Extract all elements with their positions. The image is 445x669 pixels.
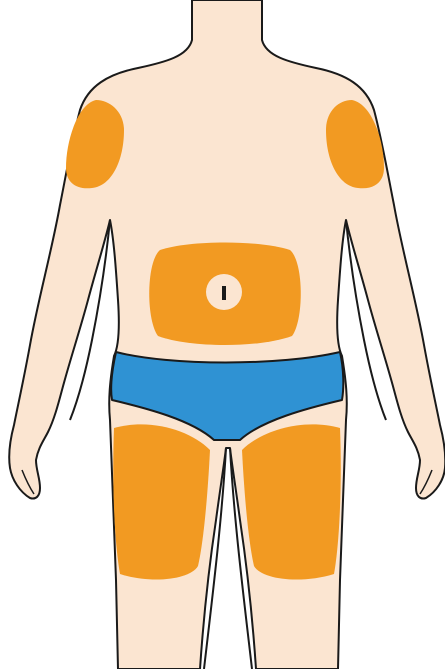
injection-site-thigh-right [113, 424, 210, 579]
injection-site-thigh-left [242, 424, 341, 579]
navel-icon [222, 286, 226, 300]
